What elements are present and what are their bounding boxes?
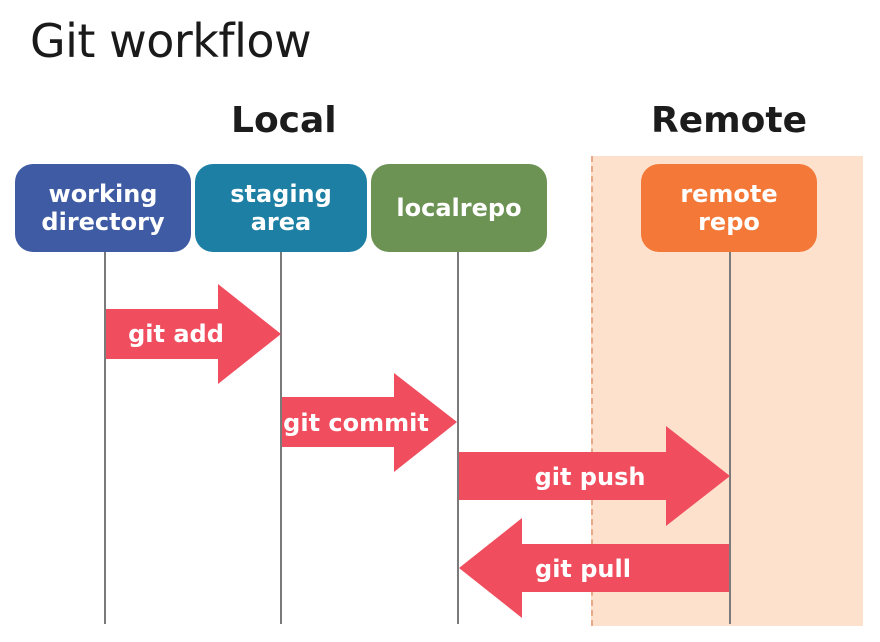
arrow-git-push: git push xyxy=(459,426,730,526)
node-localrepo: localrepo xyxy=(371,164,547,252)
arrow-git-add-label: git add xyxy=(128,320,224,348)
node-remote-repo: remote repo xyxy=(641,164,817,252)
arrow-git-pull-label: git pull xyxy=(535,555,631,583)
arrow-git-pull: git pull xyxy=(459,518,729,618)
node-staging-area: staging area xyxy=(195,164,367,252)
arrow-git-push-shape xyxy=(459,426,730,526)
lifeline-localrepo xyxy=(457,252,459,624)
arrow-git-pull-shape xyxy=(459,518,729,618)
lifeline-remote-repo xyxy=(729,252,731,624)
arrow-git-add-shape xyxy=(106,284,281,384)
slide-title: Git workflow xyxy=(30,14,312,68)
remote-section-heading: Remote xyxy=(651,100,808,141)
local-section-heading: Local xyxy=(231,100,337,141)
lifeline-staging-area xyxy=(280,252,282,624)
lifeline-working-directory xyxy=(104,252,106,624)
arrow-git-push-label: git push xyxy=(535,463,646,491)
arrow-git-commit: git commit xyxy=(282,373,457,472)
arrow-git-add: git add xyxy=(106,284,281,384)
arrow-git-commit-shape xyxy=(282,373,457,472)
arrow-git-commit-label: git commit xyxy=(283,409,429,437)
node-working-directory: working directory xyxy=(15,164,191,252)
